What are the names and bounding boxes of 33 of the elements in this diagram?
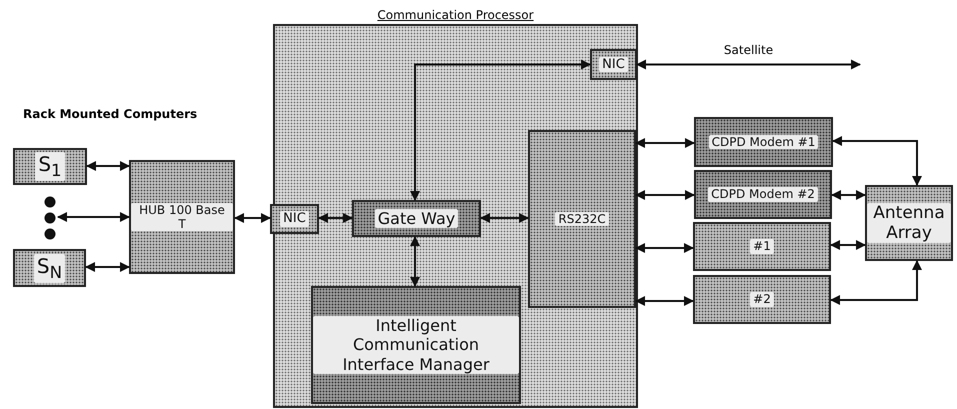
panel-heading: Communication Processor (376, 8, 535, 22)
arrow (635, 138, 695, 148)
arrow (830, 240, 866, 250)
group-label: Rack Mounted Computers (23, 107, 198, 121)
arrow (480, 213, 529, 223)
modem-box: #2 (693, 275, 831, 324)
server-box: S$_{1}$ (13, 148, 87, 185)
arrow (318, 213, 353, 223)
interface-manager-box: Intelligent Communication Interface Manager (311, 286, 521, 404)
nic-box: NIC (590, 49, 637, 80)
gateway-box: Gate Way (352, 200, 481, 237)
arrow (830, 260, 922, 305)
modem-box: #1 (693, 222, 831, 271)
arrow (410, 236, 420, 287)
arrow (85, 262, 130, 272)
arrow (86, 161, 130, 171)
edge-label: Satellite (722, 42, 776, 56)
server-box: S$_{N}$ (13, 249, 86, 287)
antenna-box: Antenna Array (865, 185, 953, 261)
modem-box: CDPD Modem #2 (694, 170, 832, 219)
arrow (831, 190, 866, 200)
arrow (410, 60, 591, 201)
arrow (57, 212, 130, 222)
arrow (636, 60, 861, 70)
serial-port-box: RS232C (528, 130, 636, 308)
arrow (635, 296, 694, 306)
arrow (234, 213, 271, 223)
hub-box: HUB 100 Base T (129, 160, 235, 274)
arrow (832, 136, 922, 186)
arrow (635, 190, 695, 200)
modem-box: CDPD Modem #1 (694, 117, 833, 167)
arrow (635, 243, 694, 253)
nic-box: NIC (270, 204, 319, 234)
